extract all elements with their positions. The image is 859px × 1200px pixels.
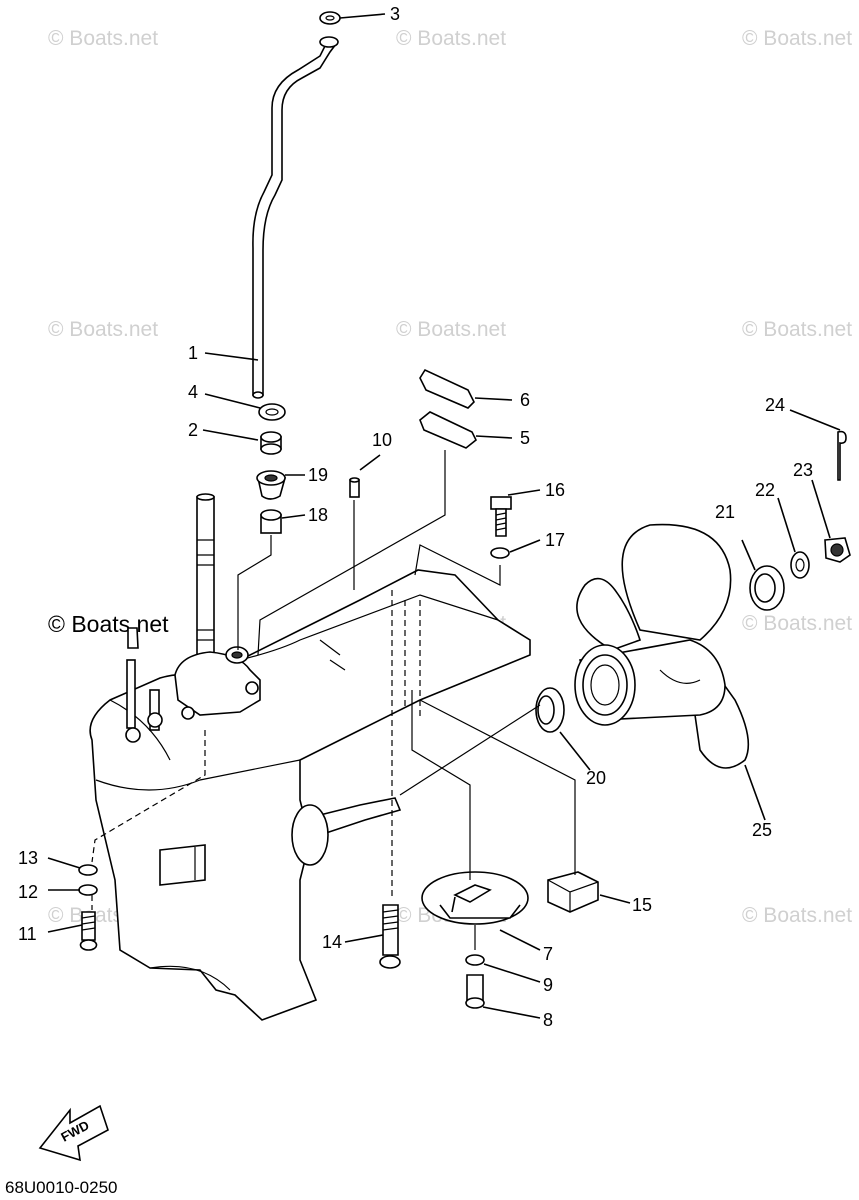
callout-24: 24	[765, 395, 785, 415]
watermark-main: © Boats.net	[48, 611, 169, 637]
thrust-washer-part[interactable]	[535, 687, 565, 733]
watermark-text: © Boats.net	[396, 318, 506, 341]
leader-lines	[47, 13, 841, 1019]
callout-15: 15	[632, 895, 652, 915]
spacer-part[interactable]	[749, 565, 785, 611]
grommet-part[interactable]	[258, 403, 286, 421]
callout-23: 23	[793, 460, 813, 480]
watermark-text: © Boats.net	[48, 318, 158, 341]
callout-11: 11	[18, 924, 37, 944]
callout-4: 4	[188, 382, 198, 402]
washer-part[interactable]	[78, 884, 98, 896]
callout-19: 19	[308, 465, 328, 485]
bushing-part[interactable]	[260, 509, 282, 534]
washer-part[interactable]	[319, 11, 341, 25]
bolt-part[interactable]	[465, 974, 485, 1009]
watermark-text: © Boats.net	[742, 904, 852, 927]
callout-7: 7	[543, 944, 553, 964]
bolt-part[interactable]	[379, 904, 401, 969]
callout-17: 17	[545, 530, 565, 550]
bolt-part[interactable]	[79, 911, 98, 951]
watermark-text: © Boats.net	[396, 27, 506, 50]
drive-shaft-part[interactable]	[196, 493, 215, 671]
fwd-arrow-icon: FWD	[38, 1104, 109, 1162]
callouts: 3 1 4 2 19 18 6 5 10 16 17 21 22 23 24 2…	[18, 4, 813, 1030]
callout-13: 13	[18, 848, 38, 868]
water-tube-part[interactable]	[252, 36, 339, 399]
watermark-text: © Boats.net	[48, 27, 158, 50]
bolt-part[interactable]	[490, 496, 512, 537]
callout-3: 3	[390, 4, 400, 24]
callout-20: 20	[586, 768, 606, 788]
drawing-code: 68U0010-0250	[5, 1178, 117, 1197]
anode-part[interactable]	[547, 871, 599, 913]
rubber-seal-part[interactable]	[260, 431, 282, 455]
callout-14: 14	[322, 932, 342, 952]
plate-part[interactable]	[419, 368, 475, 409]
callout-25: 25	[752, 820, 772, 840]
callout-1: 1	[188, 343, 198, 363]
callout-2: 2	[188, 420, 198, 440]
callout-10: 10	[372, 430, 392, 450]
washer-part[interactable]	[465, 954, 485, 966]
callout-12: 12	[18, 882, 38, 902]
callout-8: 8	[543, 1010, 553, 1030]
callout-16: 16	[545, 480, 565, 500]
callout-9: 9	[543, 975, 553, 995]
seal-holder-part[interactable]	[256, 470, 287, 500]
washer-part[interactable]	[790, 551, 810, 579]
watermark-text: © Boats.net	[742, 27, 852, 50]
propeller-nut-part[interactable]	[824, 537, 851, 563]
lower-case-part[interactable]	[89, 569, 531, 1021]
propeller-part[interactable]	[574, 523, 750, 769]
dowel-pin-part[interactable]	[349, 477, 360, 498]
washer-part[interactable]	[490, 547, 510, 559]
cotter-pin-part[interactable]	[837, 430, 847, 481]
callout-21: 21	[715, 502, 735, 522]
watermark-text: © Boats.net	[742, 318, 852, 341]
callout-22: 22	[755, 480, 775, 500]
callout-5: 5	[520, 428, 530, 448]
watermark-text: © Boats.net	[742, 612, 852, 635]
washer-part[interactable]	[78, 864, 98, 876]
plate-part[interactable]	[419, 411, 478, 449]
callout-6: 6	[520, 390, 530, 410]
trim-tab-anode-part[interactable]	[421, 871, 529, 925]
callout-18: 18	[308, 505, 328, 525]
